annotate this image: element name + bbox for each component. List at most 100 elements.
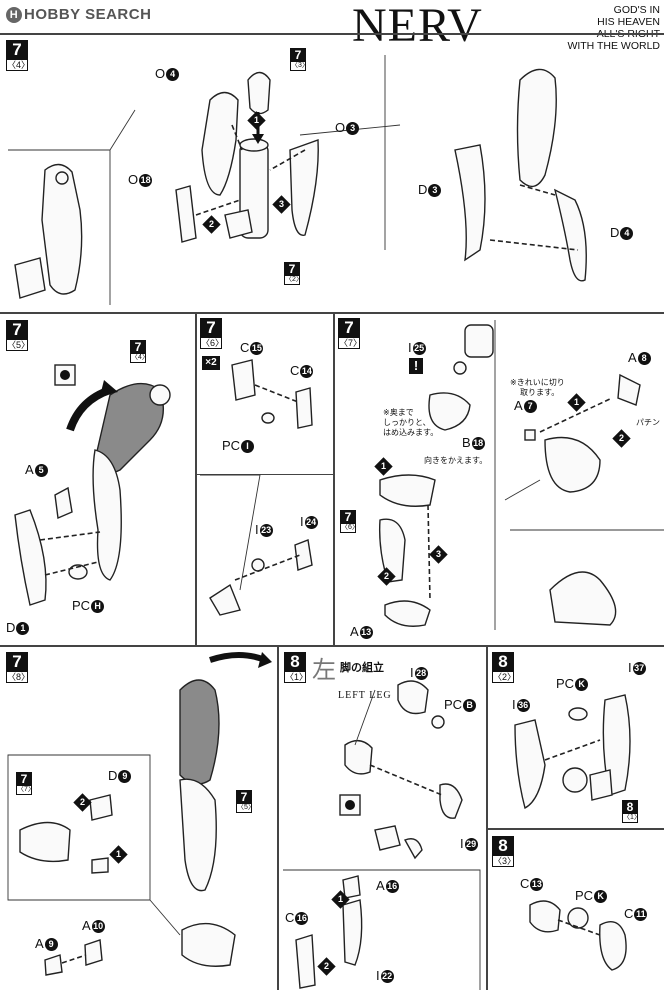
part-d4-shape	[553, 188, 587, 282]
part-i28-shape	[397, 680, 429, 715]
order-marker-1b: 1	[374, 457, 393, 476]
step-7-6: 7〈6〉	[200, 318, 225, 349]
divider-col-row2a	[195, 312, 197, 646]
finished-foot-shape	[549, 571, 617, 626]
part-o18-shape	[175, 185, 197, 243]
rotate-arrow-head	[100, 380, 118, 396]
pointer-i28	[354, 689, 376, 746]
step-7-8: 7〈8〉	[6, 652, 31, 683]
step-8-3: 8〈3〉	[492, 836, 517, 867]
step-7-4: 7〈4〉	[6, 40, 31, 71]
pcb-shape	[431, 715, 445, 729]
order-marker-1c: 1	[567, 393, 586, 412]
part-i23-shape	[251, 558, 265, 572]
part-o3-shape	[289, 139, 319, 236]
divider-col-row3a	[277, 645, 279, 990]
step-7-6-ref: 7〈6〉	[340, 510, 359, 533]
step-8-2: 8〈2〉	[492, 652, 517, 683]
divider-row1	[0, 312, 664, 314]
pci-shape	[261, 412, 275, 424]
part-c14-shape	[295, 387, 313, 429]
knee-cap-shape	[247, 71, 271, 115]
dash-a7-a8	[539, 397, 613, 433]
step-7-5-ref: 7〈5〉	[236, 790, 255, 813]
lower-leg-frame-shape	[92, 449, 122, 581]
pointer-panel3	[504, 479, 541, 501]
dash-i36-i37	[544, 739, 601, 761]
lower-joint-shape	[209, 583, 241, 616]
step-7-7: 7〈7〉	[338, 318, 363, 349]
pch-shape	[68, 564, 88, 580]
pointer-panel2	[200, 474, 261, 591]
hip-joint-shape	[149, 384, 171, 406]
order-marker-2d: 2	[73, 793, 92, 812]
dash-i23-i24	[234, 554, 301, 581]
dash-a9-a10	[61, 954, 87, 964]
step-8-1-ref: 8〈1〉	[622, 800, 641, 823]
step-8-1: 8〈1〉	[284, 652, 309, 683]
part-d3-shape	[454, 144, 486, 262]
foot-peg-shape	[91, 857, 109, 874]
cut-piece-inset	[14, 257, 46, 299]
part-c13-shape	[529, 900, 561, 933]
order-marker-1e: 1	[331, 890, 350, 909]
foot-sole-upper-shape	[379, 474, 436, 507]
divider-col-row2b	[333, 312, 335, 646]
dash-d3-d4	[489, 239, 579, 251]
quantity-x2-badge: ×2	[202, 356, 220, 370]
divider-row2	[0, 645, 664, 647]
part-a10-shape	[84, 939, 103, 966]
order-marker-1: 1	[247, 111, 266, 130]
rotate-arrow-r3	[209, 652, 267, 663]
dash-o4	[231, 124, 243, 151]
divider-top	[0, 33, 664, 35]
part-a13-shape	[384, 600, 431, 627]
hip-plate-shape	[344, 740, 373, 775]
step-7-3-ref: 7〈3〉	[290, 48, 309, 71]
rotate-arrow-r3-head	[258, 652, 272, 668]
hip-ball-shape	[562, 767, 588, 793]
warning-badge: !	[409, 358, 423, 374]
part-a8-shape	[617, 373, 641, 406]
leg-upper-dark-shape	[179, 679, 220, 785]
part-o4-shape	[201, 91, 239, 196]
leg-lower-shape	[179, 778, 217, 892]
note-snap: パチン	[636, 418, 660, 427]
order-marker-2e: 2	[317, 957, 336, 976]
part-a5-shape	[54, 486, 73, 520]
ankle-part-shape	[378, 518, 406, 583]
note-push-in: ※奥まで しっかりと、 はめ込みます。	[383, 408, 439, 437]
step-7-7-ref: 7〈7〉	[16, 772, 35, 795]
part-a7-shape	[524, 429, 536, 441]
pin-detail-dot-2	[345, 800, 355, 810]
small-wedge-shape	[224, 209, 253, 239]
dash-o3	[269, 149, 306, 171]
pin-detail-dot	[60, 370, 70, 380]
order-marker-2: 2	[202, 215, 221, 234]
order-marker-3b: 3	[429, 545, 448, 564]
